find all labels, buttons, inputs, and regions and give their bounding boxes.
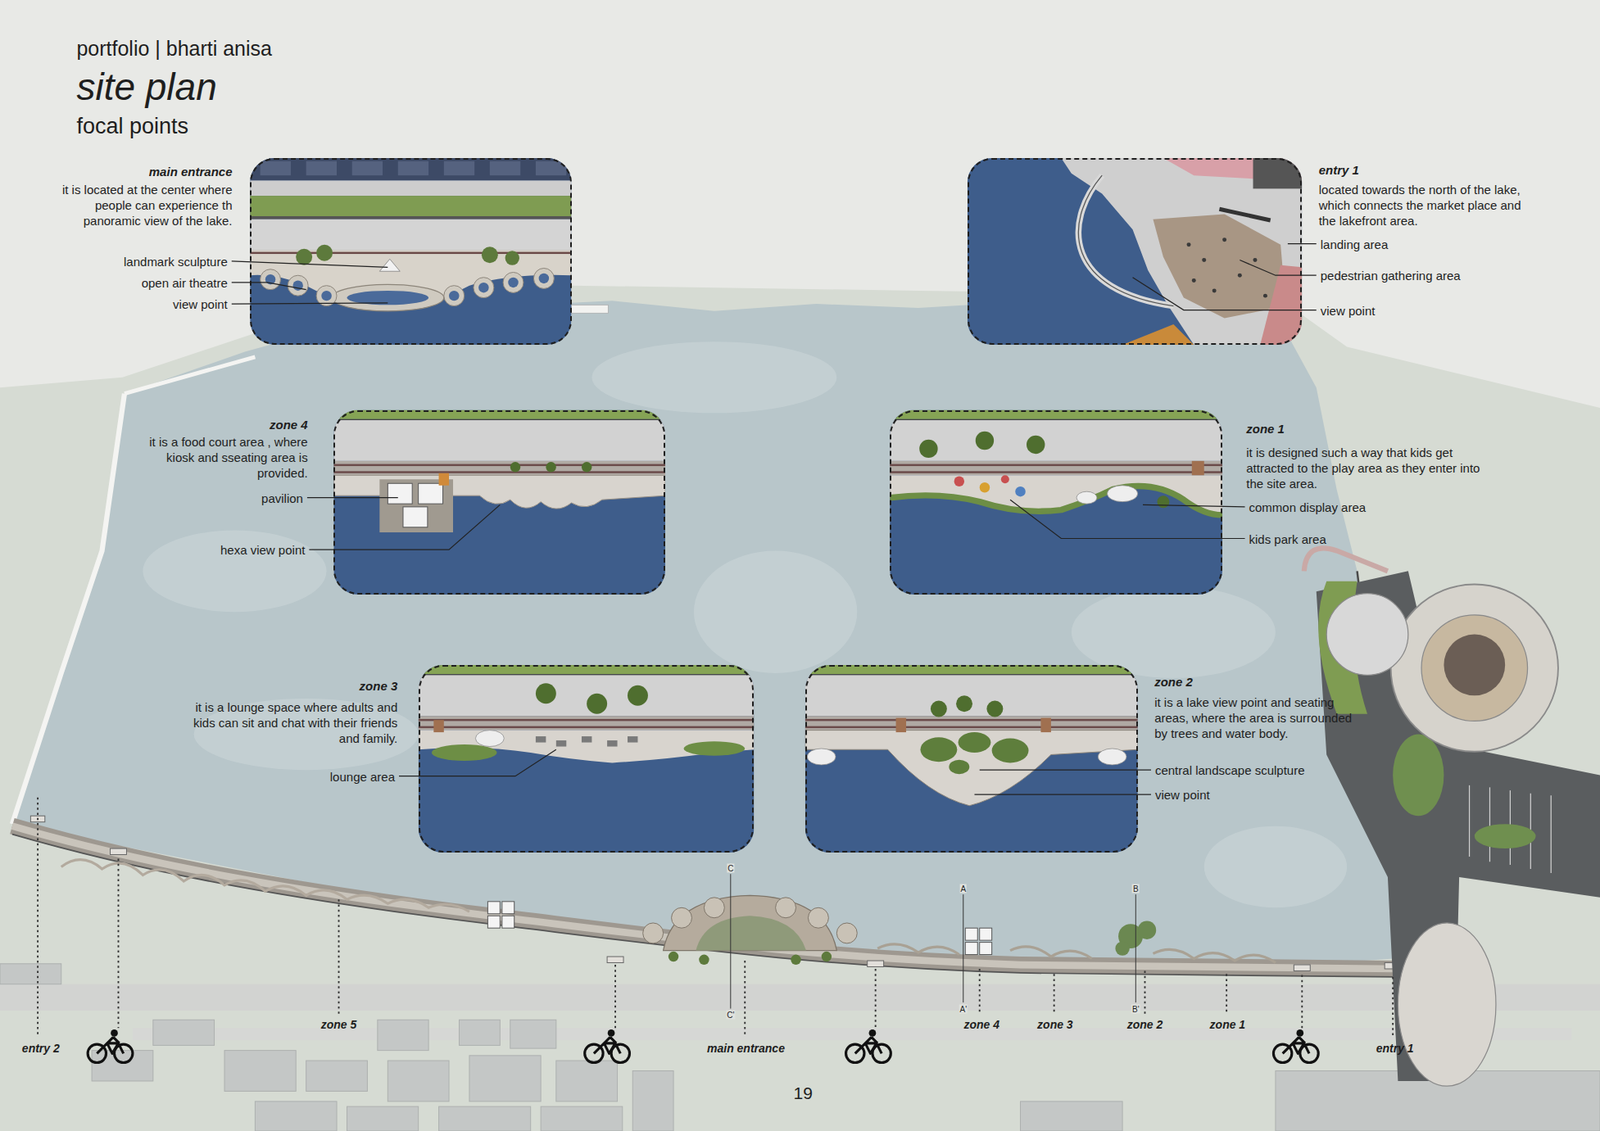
zone-heading: zone 1: [1246, 421, 1285, 437]
callout-label: view point: [172, 297, 228, 312]
callout-label: kids park area: [1249, 531, 1327, 546]
zone-description: it is a lounge space where adults and ki…: [192, 699, 398, 747]
header-text: portfolio | bharti anisa: [76, 36, 272, 60]
focal-point-panel: zone 3it is a lounge space where adults …: [418, 665, 755, 853]
zone-marker: zone 5: [321, 1018, 358, 1032]
callout-label: view point: [1155, 788, 1211, 803]
zone-heading: main entrance: [149, 163, 233, 180]
callout-label: common display area: [1249, 500, 1367, 515]
focal-point-panel: main entranceit is located at the center…: [249, 158, 572, 345]
page-number: 19: [793, 1083, 813, 1104]
zone-marker: zone 4: [963, 1018, 1000, 1032]
section-mark: B': [1131, 1004, 1141, 1014]
zone-marker: zone 3: [1037, 1018, 1074, 1032]
focal-point-panel: entry 1located towards the north of the …: [967, 158, 1303, 345]
zone-marker: entry 2: [22, 1042, 60, 1056]
zone-heading: zone 3: [359, 678, 399, 694]
zone-marker: zone 2: [1127, 1018, 1164, 1032]
callout-label: lounge area: [330, 769, 395, 784]
section-mark: C': [725, 1010, 735, 1020]
zone-marker: main entrance: [707, 1042, 785, 1056]
callout-label: open air theatre: [141, 276, 228, 291]
callout-label: landmark sculpture: [123, 253, 228, 268]
focal-point-panel: zone 2it is a lake view point and seatin…: [805, 665, 1138, 853]
zone-description: it is a food court area , where kiosk an…: [148, 434, 309, 481]
callout-label: view point: [1320, 303, 1376, 318]
section-mark: C: [726, 863, 735, 873]
zone-heading: zone 2: [1154, 674, 1193, 690]
focal-point-panel: zone 4it is a food court area , where ki…: [333, 410, 666, 595]
zone-marker: entry 1: [1376, 1042, 1415, 1056]
zone-description: located towards the north of the lake, w…: [1318, 181, 1524, 229]
zone-marker: zone 1: [1210, 1018, 1247, 1032]
page-title: site plan: [76, 64, 217, 109]
zone-description: it is designed such a way that kids get …: [1246, 444, 1492, 492]
section-mark: A: [959, 883, 967, 893]
zone-heading: zone 4: [269, 416, 309, 433]
callout-label: landing area: [1320, 236, 1389, 251]
zone-heading: entry 1: [1318, 162, 1360, 178]
callout-label: central landscape sculpture: [1155, 763, 1306, 778]
subheading: focal points: [76, 113, 189, 140]
callout-label: pedestrian gathering area: [1320, 268, 1461, 283]
section-mark: A': [958, 1004, 968, 1014]
callout-label: hexa view point: [220, 543, 305, 558]
callout-label: pavilion: [261, 490, 304, 505]
zone-description: it is located at the center where people…: [56, 181, 233, 229]
zone-description: it is a lake view point and seating area…: [1154, 694, 1368, 742]
section-mark: B: [1132, 883, 1140, 893]
focal-point-panel: zone 1it is designed such a way that kid…: [889, 410, 1223, 595]
